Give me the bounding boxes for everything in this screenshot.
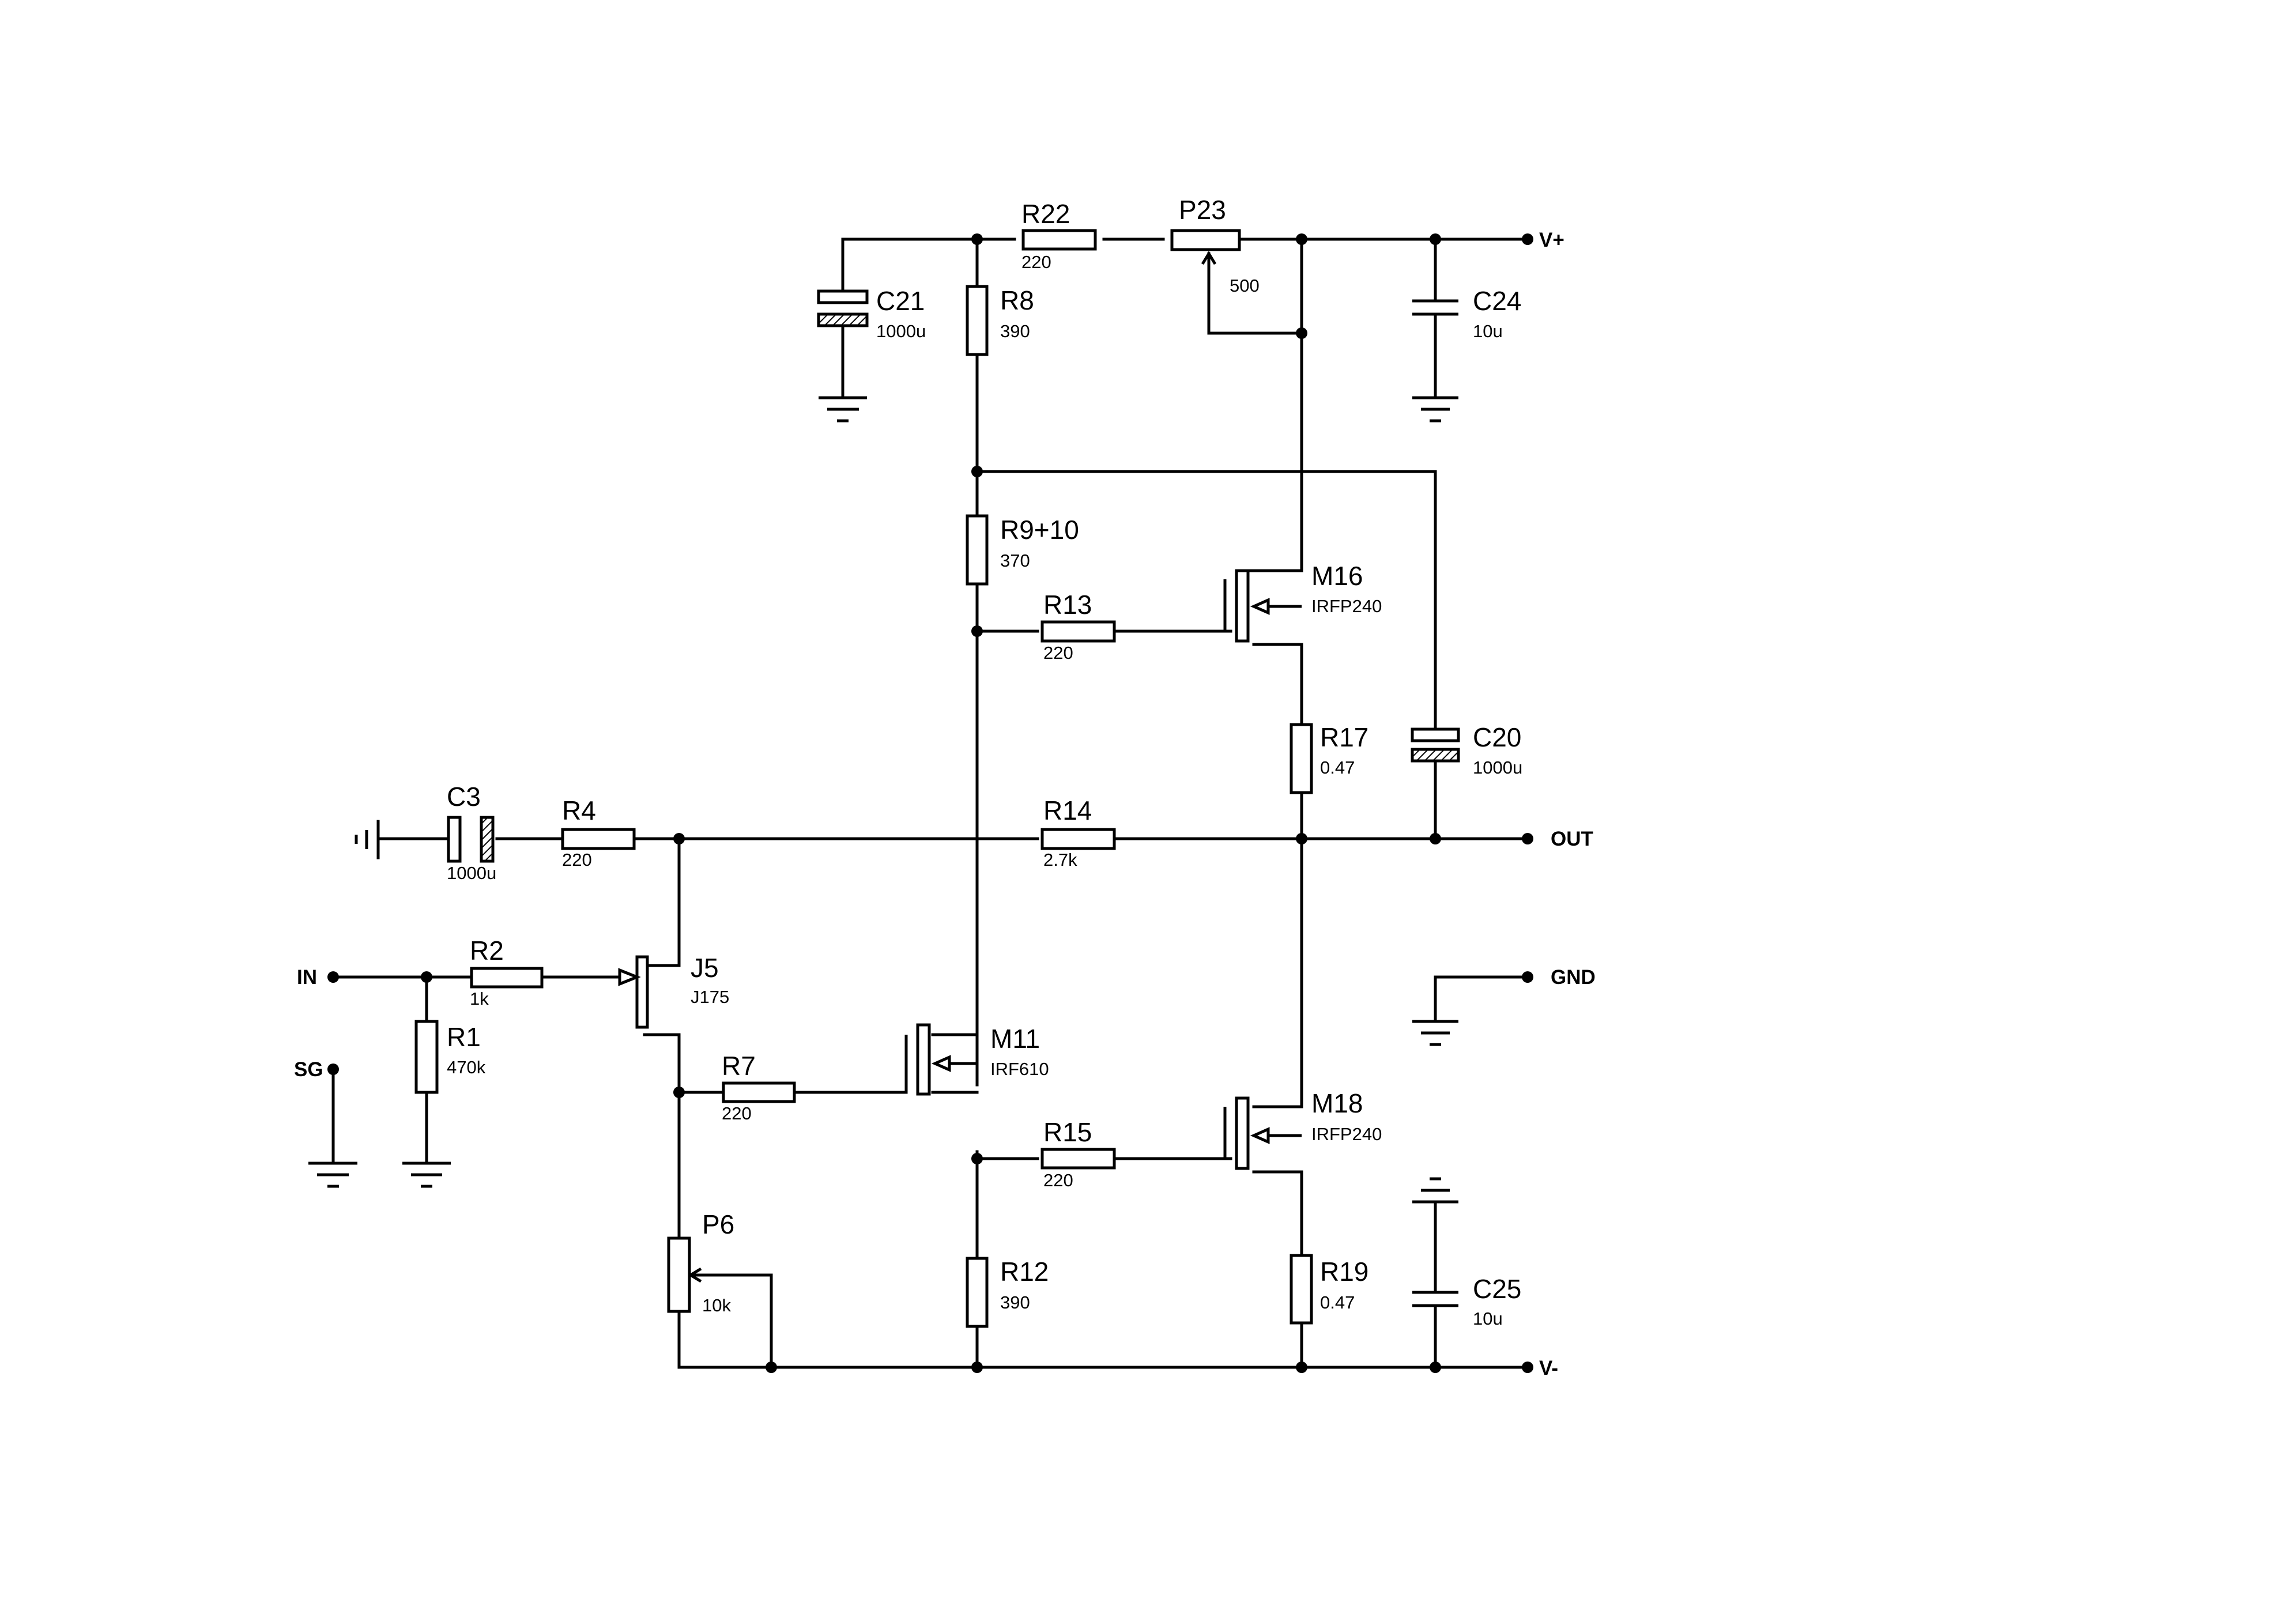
jfet-j5 bbox=[618, 955, 649, 1029]
m11-name: M11 bbox=[990, 1024, 1040, 1054]
c21-name: C21 bbox=[876, 286, 925, 316]
r14-name: R14 bbox=[1043, 795, 1092, 825]
r13-value: 220 bbox=[1043, 643, 1073, 663]
capacitor-c20-neg bbox=[1411, 748, 1460, 763]
potentiometers bbox=[667, 229, 1241, 1313]
resistor-r22 bbox=[1021, 229, 1097, 251]
r12-name: R12 bbox=[1000, 1257, 1049, 1287]
transistors bbox=[618, 569, 1302, 1170]
resistor-r8 bbox=[966, 285, 989, 356]
ground-symbols bbox=[308, 396, 1458, 1204]
c20-name: C20 bbox=[1473, 722, 1521, 752]
port-gnd: GND bbox=[1551, 966, 1596, 989]
mosfet-m11 bbox=[904, 1023, 977, 1096]
capacitor-c3-neg bbox=[480, 816, 495, 863]
port-in: IN bbox=[297, 966, 317, 989]
port-sg: SG bbox=[294, 1058, 323, 1081]
p23-name: P23 bbox=[1179, 195, 1226, 225]
r22-name: R22 bbox=[1021, 199, 1070, 229]
r9-10-name: R9+10 bbox=[1000, 515, 1079, 545]
ground-icon bbox=[819, 396, 867, 423]
ground-icon bbox=[1412, 1020, 1458, 1046]
c3-name: C3 bbox=[447, 782, 481, 812]
resistor-r12 bbox=[966, 1257, 989, 1328]
resistor-r14 bbox=[1040, 828, 1116, 850]
port-vplus: V+ bbox=[1539, 229, 1564, 251]
capacitor-c20-plate bbox=[1411, 727, 1460, 742]
pot-p23 bbox=[1170, 229, 1241, 251]
resistor-r4 bbox=[561, 828, 636, 850]
r17-value: 0.47 bbox=[1320, 757, 1355, 778]
pot-p6 bbox=[667, 1236, 691, 1313]
r17-name: R17 bbox=[1320, 722, 1368, 752]
port-labels: V+ OUT GND V- IN SG bbox=[294, 229, 1596, 1379]
r7-name: R7 bbox=[722, 1051, 756, 1081]
r9-10-value: 370 bbox=[1000, 550, 1030, 571]
r8-value: 390 bbox=[1000, 321, 1030, 341]
r14-value: 2.7k bbox=[1043, 850, 1077, 870]
j5-name: J5 bbox=[691, 953, 719, 983]
r19-name: R19 bbox=[1320, 1257, 1368, 1287]
r2-name: R2 bbox=[470, 936, 504, 966]
r8-name: R8 bbox=[1000, 285, 1034, 315]
c25-name: C25 bbox=[1473, 1274, 1521, 1304]
resistor-r7 bbox=[722, 1081, 796, 1103]
m11-value: IRF610 bbox=[990, 1059, 1049, 1079]
m16-name: M16 bbox=[1311, 561, 1363, 591]
r7-value: 220 bbox=[722, 1103, 752, 1123]
p6-value: 10k bbox=[702, 1295, 731, 1315]
capacitors bbox=[447, 289, 1460, 1307]
resistor-r1 bbox=[414, 1020, 439, 1094]
c20-value: 1000u bbox=[1473, 757, 1522, 778]
c24-name: C24 bbox=[1473, 286, 1521, 316]
resistor-r9-10 bbox=[966, 514, 989, 586]
r15-value: 220 bbox=[1043, 1170, 1073, 1190]
m16-value: IRFP240 bbox=[1311, 596, 1382, 616]
r19-value: 0.47 bbox=[1320, 1292, 1355, 1313]
component-labels: C21 1000u R22 220 P23 500 R8 390 C24 10u… bbox=[447, 195, 1522, 1329]
resistor-r15 bbox=[1040, 1148, 1116, 1170]
r4-name: R4 bbox=[562, 795, 596, 825]
resistors bbox=[414, 229, 1313, 1328]
m18-name: M18 bbox=[1311, 1088, 1363, 1118]
ground-icon bbox=[1412, 1177, 1458, 1204]
capacitor-c21-neg bbox=[817, 312, 869, 327]
r13-name: R13 bbox=[1043, 590, 1092, 620]
ground-icon bbox=[308, 1162, 357, 1188]
r1-name: R1 bbox=[447, 1022, 481, 1052]
c21-value: 1000u bbox=[876, 321, 926, 341]
r1-value: 470k bbox=[447, 1057, 486, 1077]
c24-value: 10u bbox=[1473, 321, 1503, 341]
port-out: OUT bbox=[1551, 828, 1593, 850]
r12-value: 390 bbox=[1000, 1292, 1030, 1313]
wires bbox=[331, 237, 1529, 1369]
junction-dots bbox=[421, 233, 1441, 1373]
c3-value: 1000u bbox=[447, 863, 496, 883]
port-terminals bbox=[327, 233, 1533, 1373]
ground-icon bbox=[1412, 396, 1458, 423]
port-vminus: V- bbox=[1539, 1357, 1558, 1379]
c25-value: 10u bbox=[1473, 1308, 1503, 1329]
capacitor-c3-plate bbox=[447, 816, 462, 863]
r22-value: 220 bbox=[1021, 252, 1051, 272]
resistor-r13 bbox=[1040, 620, 1116, 643]
m18-value: IRFP240 bbox=[1311, 1124, 1382, 1144]
resistor-r19 bbox=[1290, 1254, 1313, 1325]
resistor-r2 bbox=[470, 967, 544, 989]
r15-name: R15 bbox=[1043, 1117, 1092, 1147]
p6-name: P6 bbox=[702, 1209, 734, 1239]
ground-icon bbox=[402, 1162, 451, 1188]
p23-value: 500 bbox=[1230, 276, 1260, 296]
resistor-r17 bbox=[1290, 723, 1313, 794]
capacitor-c21-plate bbox=[817, 289, 869, 304]
r2-value: 1k bbox=[470, 989, 489, 1009]
r4-value: 220 bbox=[562, 850, 592, 870]
j5-value: J175 bbox=[691, 987, 729, 1007]
mosfet-m18 bbox=[1223, 1096, 1302, 1170]
mosfet-m16 bbox=[1223, 569, 1302, 643]
ground-icon bbox=[355, 821, 380, 858]
